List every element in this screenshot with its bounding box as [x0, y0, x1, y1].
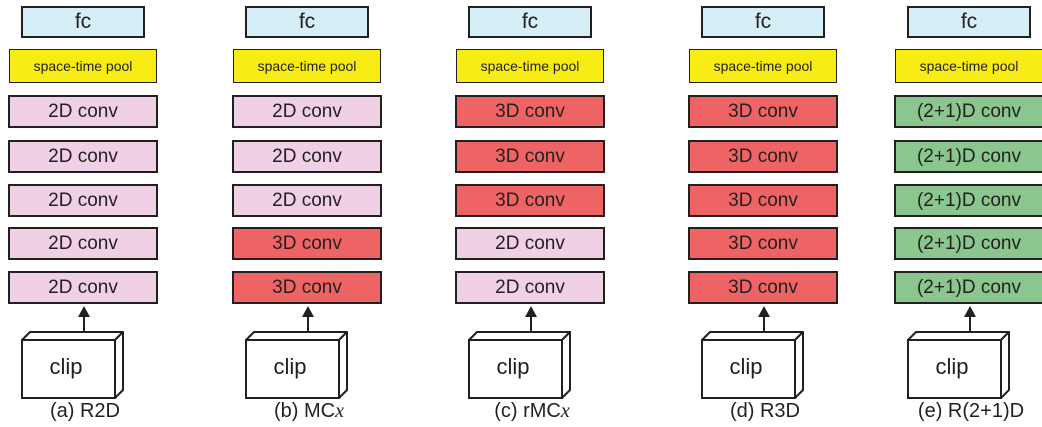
conv-layer-2: 2D conv	[8, 140, 158, 173]
clip-cube-icon	[21, 331, 124, 399]
caption: (a) R2D	[49, 400, 120, 422]
conv-layer-3: 3D conv	[455, 184, 605, 217]
caption: (e) R(2+1)D	[917, 400, 1025, 422]
clip-label: clip	[496, 354, 530, 379]
fc-layer: fc	[468, 6, 592, 38]
fc-layer: fc	[907, 6, 1031, 38]
conv-layer-5: 3D conv	[688, 271, 838, 304]
space-time-pool-layer: space-time pool	[689, 49, 837, 83]
conv-layer-4: 3D conv	[688, 227, 838, 260]
clip-label: clip	[729, 354, 763, 379]
conv-layer-5: 2D conv	[455, 271, 605, 304]
conv-layer-3: 2D conv	[8, 184, 158, 217]
architecture-rmcx: fc space-time pool 3D conv 3D conv 3D co…	[447, 0, 617, 427]
space-time-pool-layer: space-time pool	[9, 49, 157, 83]
clip-cube-icon	[701, 331, 804, 399]
clip-label: clip	[49, 354, 83, 379]
conv-layer-4: 3D conv	[232, 227, 382, 260]
conv-layer-1: 2D conv	[232, 95, 382, 128]
conv-layer-1: (2+1)D conv	[894, 95, 1042, 128]
clip-label: clip	[935, 354, 969, 379]
fc-layer: fc	[245, 6, 369, 38]
caption: (b) MCx	[274, 400, 344, 422]
architecture-mcx: fc space-time pool 2D conv 2D conv 2D co…	[224, 0, 394, 427]
conv-layer-5: (2+1)D conv	[894, 271, 1042, 304]
conv-layer-2: 3D conv	[688, 140, 838, 173]
conv-layer-1: 3D conv	[688, 95, 838, 128]
conv-layer-4: (2+1)D conv	[894, 227, 1042, 260]
conv-layer-2: (2+1)D conv	[894, 140, 1042, 173]
architecture-r2d: fc space-time pool 2D conv 2D conv 2D co…	[0, 0, 170, 427]
clip-cube-icon	[468, 331, 571, 399]
clip-cube-icon	[907, 331, 1010, 399]
space-time-pool-layer: space-time pool	[456, 49, 604, 83]
architecture-r3d: fc space-time pool 3D conv 3D conv 3D co…	[680, 0, 850, 427]
fc-layer: fc	[701, 6, 825, 38]
space-time-pool-layer: space-time pool	[895, 49, 1042, 83]
conv-layer-4: 2D conv	[455, 227, 605, 260]
conv-layer-5: 3D conv	[232, 271, 382, 304]
conv-layer-5: 2D conv	[8, 271, 158, 304]
caption: (d) R3D	[729, 400, 800, 422]
conv-layer-1: 3D conv	[455, 95, 605, 128]
caption: (c) rMCx	[494, 400, 570, 422]
conv-layer-4: 2D conv	[8, 227, 158, 260]
conv-layer-2: 2D conv	[232, 140, 382, 173]
conv-layer-2: 3D conv	[455, 140, 605, 173]
conv-layer-3: 2D conv	[232, 184, 382, 217]
fc-layer: fc	[21, 6, 145, 38]
architecture-r2plus1d: fc space-time pool (2+1)D conv (2+1)D co…	[886, 0, 1042, 427]
conv-layer-3: 3D conv	[688, 184, 838, 217]
conv-layer-3: (2+1)D conv	[894, 184, 1042, 217]
space-time-pool-layer: space-time pool	[233, 49, 381, 83]
clip-cube-icon	[245, 331, 348, 399]
conv-layer-1: 2D conv	[8, 95, 158, 128]
clip-label: clip	[273, 354, 307, 379]
